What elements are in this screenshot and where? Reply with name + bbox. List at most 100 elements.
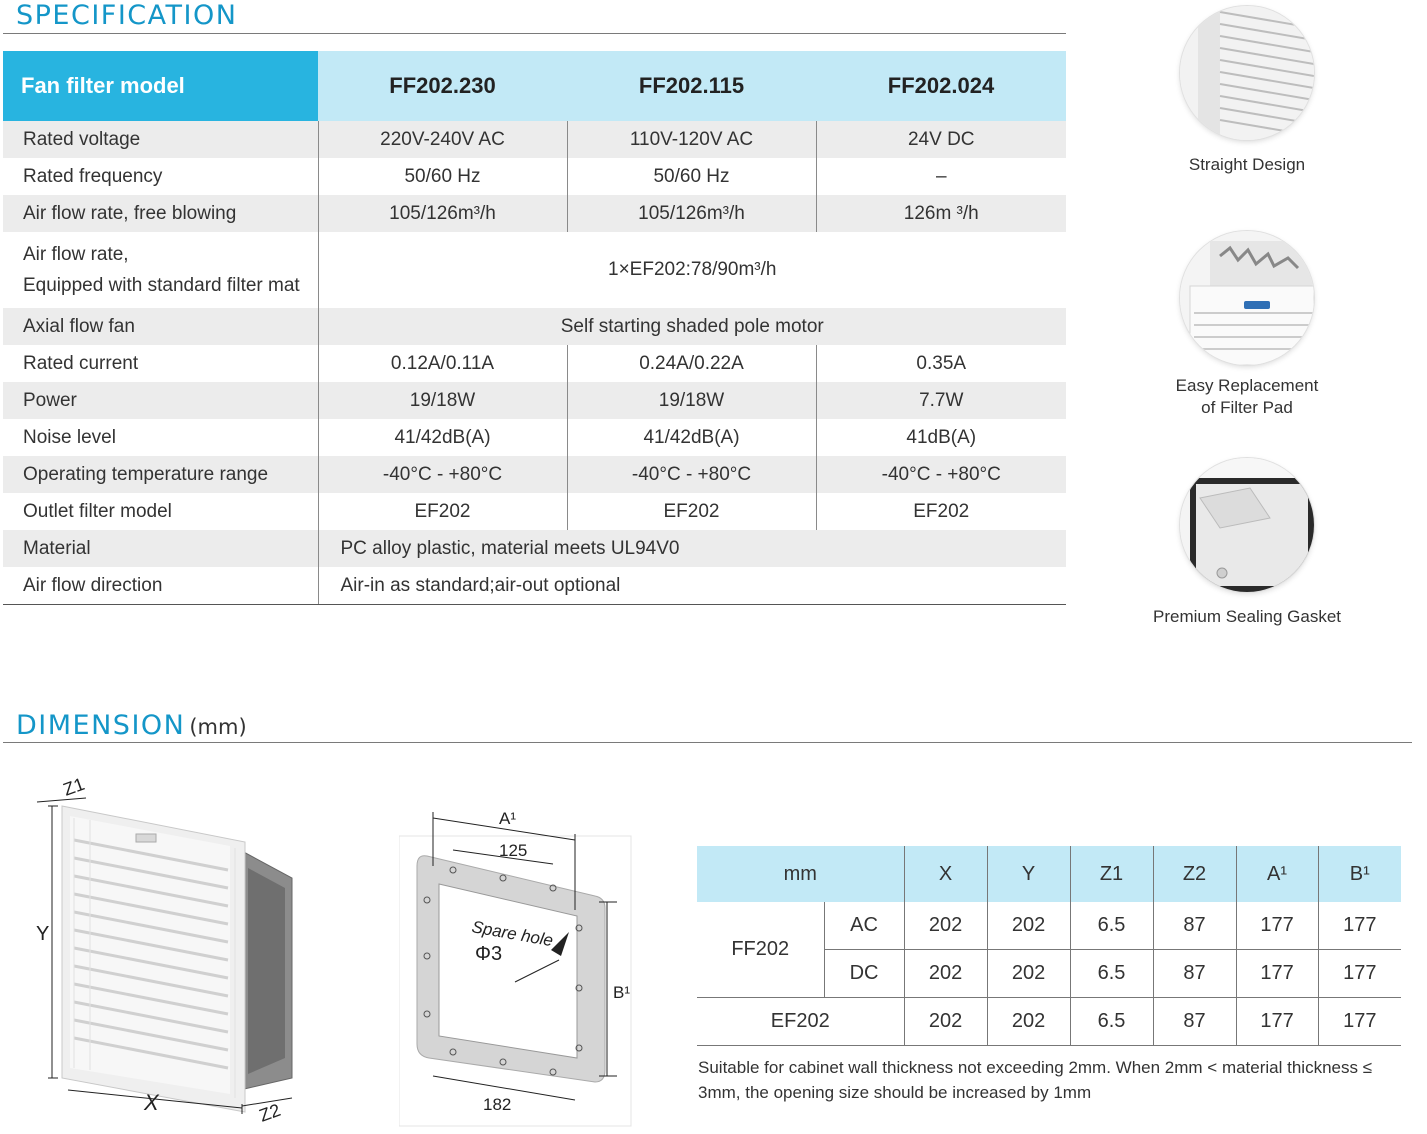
spec-label: Axial flow fan	[3, 308, 319, 345]
spec-value: EF202	[414, 500, 471, 522]
dim-header-cell: B¹	[1317, 846, 1402, 902]
spec-row-air-flow-direction: Air flow direction Air-in as standard;ai…	[3, 567, 1066, 605]
spec-label: Rated voltage	[3, 121, 319, 158]
spec-row-rated-voltage: Rated voltage 220V-240V AC 110V-120V AC …	[3, 121, 1066, 158]
specification-title: SPECIFICATION	[16, 0, 238, 31]
spec-value: 24V DC	[815, 121, 1066, 158]
feature-easy-replacement: Easy Replacement of Filter Pad	[1117, 231, 1377, 419]
dim-header-cell: Z2	[1152, 846, 1237, 902]
spec-value: PC alloy plastic, material meets UL94V0	[318, 530, 1066, 567]
spec-row-material: Material PC alloy plastic, material meet…	[3, 530, 1066, 567]
dim-value: 177	[1235, 997, 1319, 1046]
dim-header-cell: Y	[986, 846, 1071, 902]
cutout-label-125: 125	[499, 841, 527, 860]
spec-value: 0.24A/0.22A	[566, 345, 816, 382]
panel-cutout-drawing: A¹ 125 Spare hole Φ3 B¹ 182	[399, 809, 632, 1127]
dimension-title: DIMENSION(mm)	[16, 710, 247, 741]
dim-value: 6.5	[1069, 997, 1154, 1046]
spec-label: Noise level	[3, 419, 319, 456]
dim-value: 6.5	[1069, 902, 1154, 950]
dimension-title-text: DIMENSION	[16, 710, 186, 741]
dim-value: 177	[1235, 902, 1319, 950]
dim-label-y: Y	[36, 923, 49, 945]
spec-row-rated-frequency: Rated frequency 50/60 Hz 50/60 Hz –	[3, 158, 1066, 195]
dim-model-cell: FF202	[697, 902, 824, 998]
dim-header-cell: mm	[697, 846, 905, 902]
specification-table: Fan filter model FF202.230 FF202.115 FF2…	[3, 51, 1066, 605]
dim-sub-cell: AC	[823, 902, 905, 950]
spec-value: 105/126m³/h	[318, 195, 567, 232]
spec-value: 126m ³/h	[815, 195, 1066, 232]
spec-header-model: FF202.024	[816, 51, 1066, 121]
cutout-label-phi3: Φ3	[475, 943, 502, 965]
spec-label: Air flow rate, Equipped with standard fi…	[3, 232, 319, 308]
spec-value: 105/126m³/h	[566, 195, 816, 232]
spec-value: 7.7W	[815, 382, 1066, 419]
spec-value: -40°C - +80°C	[815, 456, 1066, 493]
dim-header-cell: Z1	[1069, 846, 1154, 902]
spec-value: 1×EF202:78/90m³/h	[608, 259, 777, 280]
spec-value: –	[815, 158, 1066, 195]
feature-straight-design: Straight Design	[1117, 6, 1377, 176]
spec-header-model: FF202.230	[318, 51, 567, 121]
spec-value: 41/42dB(A)	[394, 426, 491, 448]
feature-sealing-gasket: Premium Sealing Gasket	[1117, 458, 1377, 628]
dim-value: 202	[903, 902, 988, 950]
dim-header-row: mm X Y Z1 Z2 A¹ B¹	[697, 846, 1402, 902]
spec-row-air-flow-free: Air flow rate, free blowing 105/126m³/h …	[3, 195, 1066, 232]
spec-value: 19/18W	[318, 382, 567, 419]
dim-value: 177	[1317, 997, 1402, 1046]
dim-row-ef202: EF202 202 202 6.5 87 177 177	[697, 997, 1402, 1046]
spec-header-model-label: Fan filter model	[3, 51, 318, 121]
spec-header-model: FF202.115	[567, 51, 816, 121]
spec-label: Material	[3, 530, 319, 567]
dim-value: 87	[1152, 949, 1237, 998]
spec-value: -40°C - +80°C	[566, 456, 816, 493]
feature-caption: Premium Sealing Gasket	[1152, 607, 1342, 626]
dim-value: 87	[1152, 902, 1237, 950]
dim-label-x: X	[143, 1090, 160, 1115]
dim-model-cell: EF202	[697, 997, 905, 1046]
spec-row-axial-flow-fan: Axial flow fan Self starting shaded pole…	[3, 308, 1066, 345]
dim-header-cell: X	[903, 846, 988, 902]
feature-caption-line: of Filter Pad	[1201, 398, 1293, 417]
spec-label: Power	[3, 382, 319, 419]
dim-label-z1: Z1	[61, 778, 88, 800]
cutout-label-a1: A¹	[499, 809, 516, 828]
spec-label-line: Equipped with standard filter mat	[23, 275, 300, 296]
dim-value: 202	[986, 949, 1071, 998]
feature-caption: Straight Design	[1188, 155, 1306, 174]
spec-header-row: Fan filter model FF202.230 FF202.115 FF2…	[3, 51, 1066, 121]
spec-label: Air flow direction	[3, 567, 319, 605]
dim-sub-cell: DC	[823, 949, 905, 998]
spec-label: Rated frequency	[3, 158, 319, 195]
spec-value: 19/18W	[566, 382, 816, 419]
dimension-note: Suitable for cabinet wall thickness not …	[698, 1058, 1373, 1102]
spec-row-outlet-filter: Outlet filter model EF202 EF202 EF202	[3, 493, 1066, 530]
straight-design-image	[1180, 6, 1314, 140]
spec-value: 41dB(A)	[815, 419, 1066, 456]
dim-value: 202	[903, 949, 988, 998]
easy-replacement-image	[1180, 231, 1314, 365]
dim-value: 202	[986, 902, 1071, 950]
spec-value: EF202	[815, 493, 1066, 530]
dim-row-ff202-dc: DC 202 202 6.5 87 177 177	[697, 949, 1402, 998]
dimension-table: mm X Y Z1 Z2 A¹ B¹ FF202 AC 202 202 6.5 …	[697, 846, 1402, 1046]
spec-label: Outlet filter model	[3, 493, 319, 530]
spec-row-air-flow-filter: Air flow rate, Equipped with standard fi…	[3, 232, 1066, 308]
spec-value: Air-in as standard;air-out optional	[318, 567, 1066, 605]
spec-value: 110V-120V AC	[566, 121, 816, 158]
spec-value: Self starting shaded pole motor	[318, 308, 1066, 345]
dimension-unit: (mm)	[189, 715, 247, 739]
spec-value: 0.35A	[815, 345, 1066, 382]
feature-caption-line: Easy Replacement	[1175, 376, 1319, 395]
spec-value: EF202	[566, 493, 816, 530]
dim-label-z2: Z2	[257, 1100, 284, 1126]
cutout-label-182: 182	[483, 1095, 511, 1114]
feature-caption: Easy Replacement of Filter Pad	[1117, 375, 1377, 419]
dim-row-ff202-ac: FF202 AC 202 202 6.5 87 177 177	[697, 902, 1402, 998]
dim-value: 177	[1235, 949, 1319, 998]
spec-label: Air flow rate, free blowing	[3, 195, 319, 232]
spec-value: 220V-240V AC	[318, 121, 567, 158]
spec-row-rated-current: Rated current 0.12A/0.11A 0.24A/0.22A 0.…	[3, 345, 1066, 382]
